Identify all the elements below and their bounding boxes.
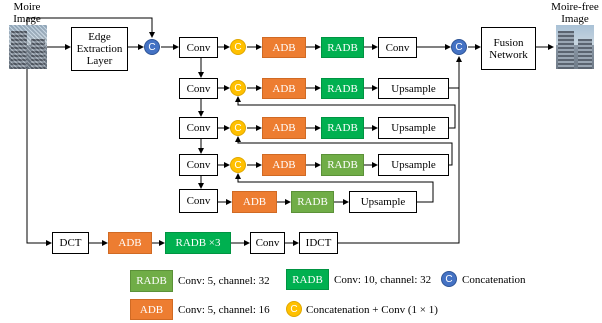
concat-conv-node-3: C [230,120,246,136]
conv-block-3: Conv [179,117,218,139]
conv-block-5: Conv [179,189,218,213]
conv-block-2: Conv [179,78,218,99]
idct-block: IDCT [299,232,338,254]
conv-output-block: Conv [378,37,417,58]
concat-conv-node-1: C [230,39,246,55]
input-image-label-line2: Image [13,13,41,25]
input-image-label-line1: Moire [13,1,41,13]
legend-radb-dark-desc: Conv: 10, channel: 32 [334,274,432,286]
concat-conv-node-2: C [230,80,246,96]
legend-radb-light-desc: Conv: 5, channel: 32 [178,275,270,287]
concatenation-node-output: C [451,39,467,55]
edge-extraction-layer-block: Edge Extraction Layer [71,27,128,71]
output-image-label-line1: Moire-free [551,1,599,13]
radb-block-2: RADB [321,78,364,99]
moire-free-output-image [556,25,594,69]
conv-block-dct: Conv [250,232,285,254]
fusion-label-2: Network [489,48,528,61]
dct-block: DCT [52,232,89,254]
adb-block-dct: ADB [108,232,152,254]
upsample-block-1: Upsample [378,78,449,99]
radb-x3-block: RADB ×3 [165,232,231,254]
upsample-block-4: Upsample [349,191,417,213]
legend-concat-conv-icon: C [286,301,302,317]
moire-input-image [9,25,47,69]
adb-block-4: ADB [262,154,306,176]
upsample-block-3: Upsample [378,154,449,176]
legend-adb-desc: Conv: 5, channel: 16 [178,304,270,316]
legend-adb-swatch: ADB [130,299,173,320]
adb-block-2: ADB [262,78,306,99]
edge-label-3: Layer [86,55,113,67]
concat-conv-node-4: C [230,157,246,173]
legend-radb-dark-swatch: RADB [286,269,329,290]
fusion-network-block: Fusion Network [481,27,536,70]
radb-block-3: RADB [321,117,364,139]
concatenation-node-input: C [144,39,160,55]
legend-radb-light-swatch: RADB [130,270,173,292]
adb-block-5: ADB [232,191,277,213]
radb-block-1: RADB [321,37,364,58]
output-image-label: Moire-free Image [548,1,602,25]
conv-block-1: Conv [179,37,218,58]
legend-concat-conv-desc: Concatenation + Conv (1 × 1) [306,304,438,316]
conv-block-4: Conv [179,154,218,176]
input-image-label: Moire Image [0,1,54,25]
edge-label-2: Extraction [76,43,123,55]
adb-block-1: ADB [262,37,306,58]
edge-label-1: Edge [88,31,111,43]
legend-concatenation-icon: C [441,271,457,287]
radb-block-4: RADB [321,154,364,176]
fusion-label-1: Fusion [493,36,524,49]
radb-block-5: RADB [291,191,334,213]
upsample-block-2: Upsample [378,117,449,139]
output-image-label-line2: Image [561,13,589,25]
legend-concatenation-desc: Concatenation [462,274,526,286]
adb-block-3: ADB [262,117,306,139]
